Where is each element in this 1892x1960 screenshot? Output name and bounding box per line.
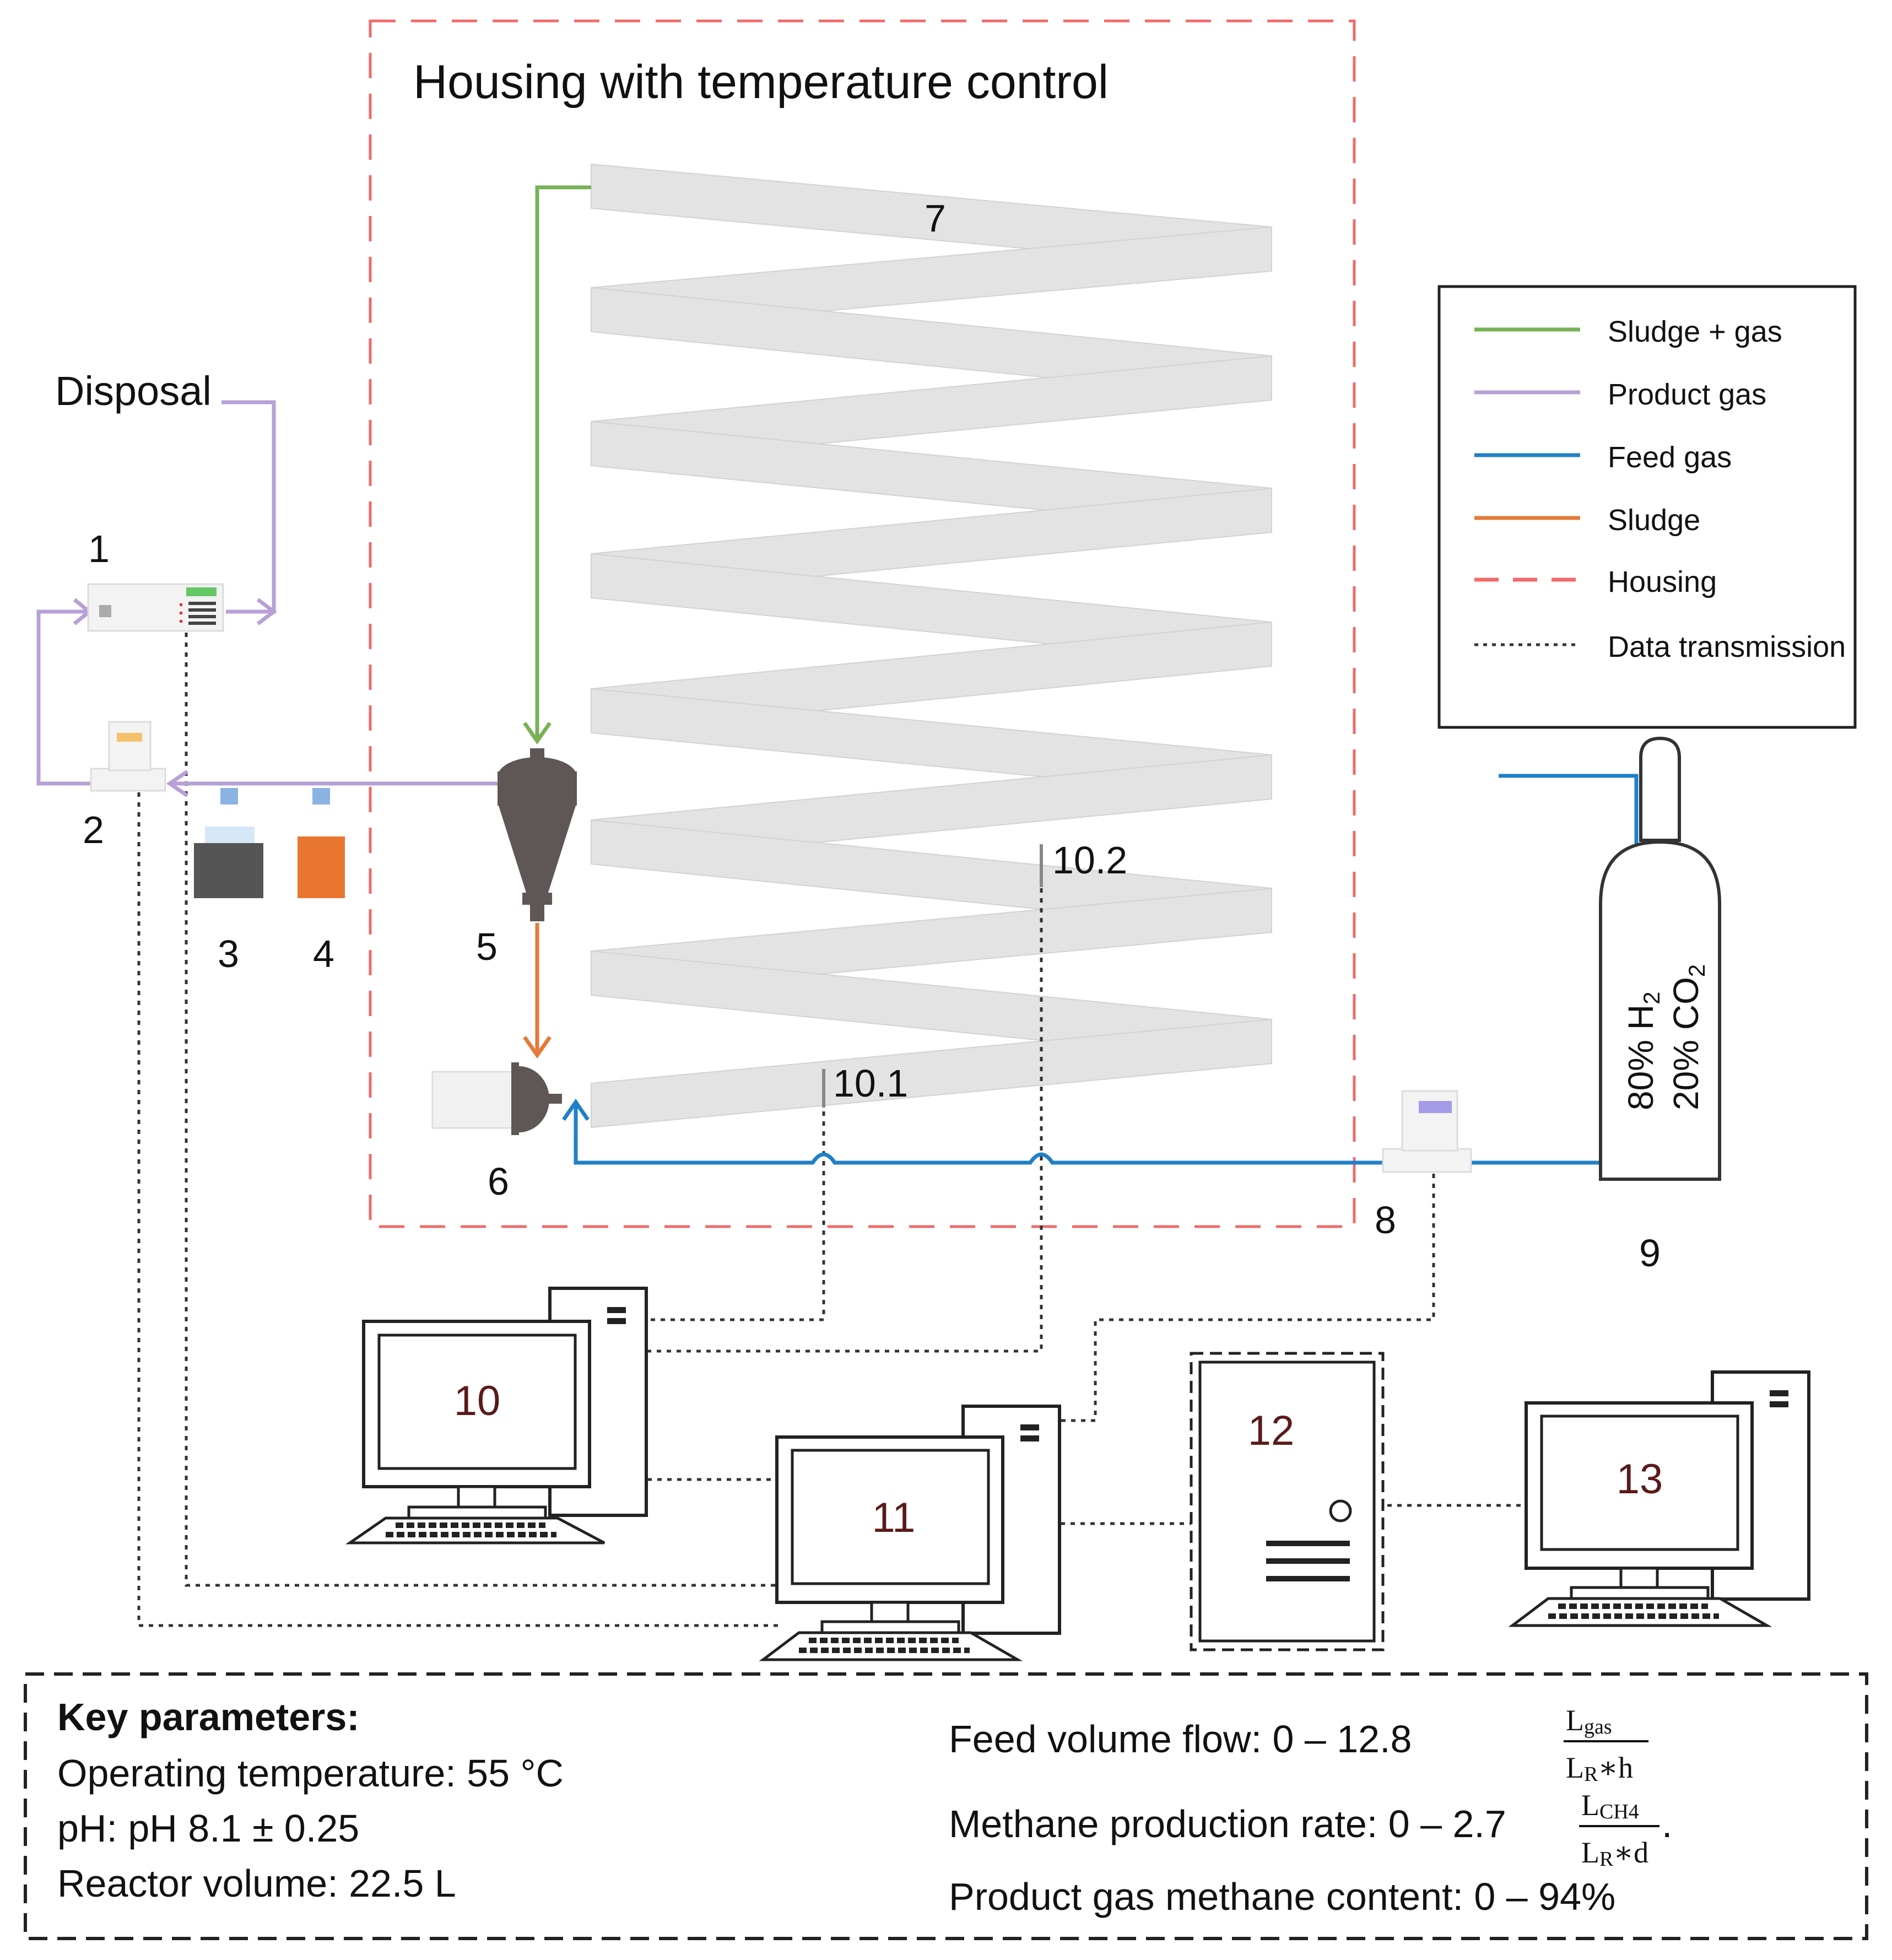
param-methane-rate: Methane production rate: 0 – 2.7 [949, 1802, 1517, 1845]
param-temperature: Operating temperature: 55 °C [57, 1752, 564, 1795]
computer-13 [1508, 1370, 1810, 1627]
computer-12-label: 12 [1248, 1407, 1295, 1454]
methane-rate-unit-denominator: LR∗d [1581, 1836, 1648, 1871]
housing-label: Housing with temperature control [413, 56, 1109, 109]
component-1-label: 1 [88, 527, 110, 570]
legend-label-housing: Housing [1608, 565, 1717, 598]
param-reactor-volume: Reactor volume: 22.5 L [57, 1862, 456, 1905]
feed-flow-unit-numerator: Lgas [1566, 1704, 1612, 1738]
component-2-label: 2 [83, 808, 104, 851]
computer-12-server [1190, 1352, 1385, 1651]
gas-separator [498, 748, 577, 921]
legend-label-sludge-gas: Sludge + gas [1608, 315, 1782, 348]
cylinder-gas-composition-2: 20% CO2 [1666, 964, 1710, 1110]
coil-reactor [591, 163, 1272, 1129]
mass-flow-controller [1382, 1090, 1472, 1173]
computer-13-label: 13 [1617, 1456, 1663, 1503]
component-4-container [298, 788, 345, 898]
methane-rate-unit-numerator: LCH4 [1581, 1789, 1639, 1823]
param-ph: pH: pH 8.1 ± 0.25 [57, 1807, 359, 1850]
legend-label-data: Data transmission [1608, 630, 1846, 663]
pump-device [431, 1062, 562, 1135]
sludge-line [523, 923, 552, 1059]
coil-number: 7 [925, 197, 946, 240]
legend-label-feed-gas: Feed gas [1608, 441, 1732, 474]
cylinder-gas-composition: 80% H2 [1621, 992, 1664, 1110]
component-3-container [194, 788, 263, 898]
component-9-label: 9 [1639, 1232, 1661, 1275]
feed-flow-unit-denominator: LR∗h [1566, 1751, 1633, 1786]
housing-boundary [369, 19, 1356, 1228]
sensor-10-2-label: 10.2 [1052, 839, 1127, 882]
computer-10-label: 10 [454, 1378, 501, 1424]
key-parameters-title: Key parameters: [57, 1696, 360, 1738]
gas-analyzer-device [87, 583, 224, 632]
product-gas-line [36, 400, 499, 797]
component-3-label: 3 [218, 932, 239, 975]
component-8-label: 8 [1375, 1198, 1396, 1241]
sludge-gas-line [523, 185, 591, 745]
key-parameters-box [24, 1672, 1868, 1940]
computer-10 [345, 1287, 648, 1545]
computer-11-label: 11 [872, 1494, 916, 1541]
computer-11 [759, 1405, 1061, 1661]
methane-rate-period: . [1662, 1802, 1672, 1845]
legend-label-product-gas: Product gas [1608, 378, 1766, 411]
sensor-probes [822, 844, 1043, 1108]
component-6-label: 6 [488, 1160, 509, 1203]
legend-label-sludge: Sludge [1608, 504, 1700, 537]
sensor-10-1-label: 10.1 [833, 1062, 908, 1105]
disposal-label: Disposal [55, 368, 212, 414]
gas-meter-device [90, 721, 166, 792]
gas-cylinder [1599, 736, 1721, 1181]
legend-box [1437, 285, 1857, 729]
param-methane-content: Product gas methane content: 0 – 94% [949, 1875, 1615, 1918]
key-parameters-panel: Key parameters: Operating temperature: 5… [24, 1672, 1868, 1940]
param-feed-flow: Feed volume flow: 0 – 12.8 [949, 1718, 1423, 1761]
component-5-label: 5 [476, 925, 498, 968]
component-4-label: 4 [313, 932, 334, 975]
legend: Sludge + gas Product gas Feed gas Sludge… [1437, 285, 1857, 729]
